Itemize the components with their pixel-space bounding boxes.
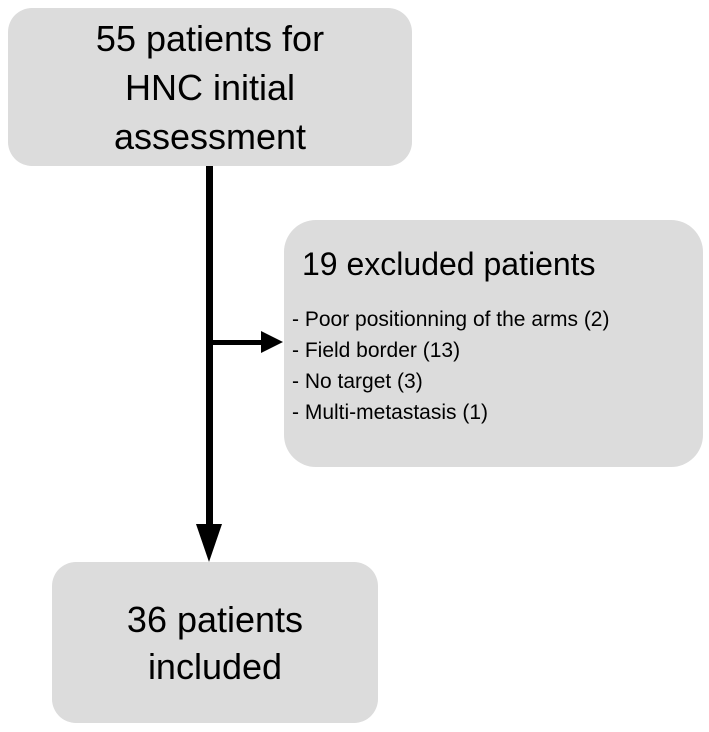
excluded-reason-item: - No target (3)	[292, 370, 423, 393]
excluded-patients-title: 19 excluded patients	[302, 246, 596, 282]
excluded-reasons-list: - Poor positionning of the arms (2) - Fi…	[292, 304, 693, 428]
excluded-reason-item: - Field border (13)	[292, 339, 461, 362]
excluded-reason-item: - Multi-metastasis (1)	[292, 401, 489, 424]
branch-arrow-head	[261, 331, 283, 353]
initial-assessment-line: assessment	[113, 115, 307, 157]
initial-assessment-box: 55 patients for HNC initial assessment	[8, 8, 412, 166]
branch-arrow-shaft	[209, 340, 262, 345]
included-patients-line: 36 patients	[126, 598, 304, 640]
down-arrow-head	[196, 524, 222, 562]
down-arrow-shaft	[206, 166, 213, 524]
excluded-patients-box: 19 excluded patients - Poor positionning…	[284, 220, 703, 467]
included-patients-box: 36 patients included	[52, 562, 378, 723]
excluded-reason-item: - Poor positionning of the arms (2)	[292, 308, 610, 331]
included-patients-line: included	[147, 645, 283, 687]
initial-assessment-line: HNC initial	[124, 66, 296, 108]
initial-assessment-line: 55 patients for	[95, 17, 325, 59]
